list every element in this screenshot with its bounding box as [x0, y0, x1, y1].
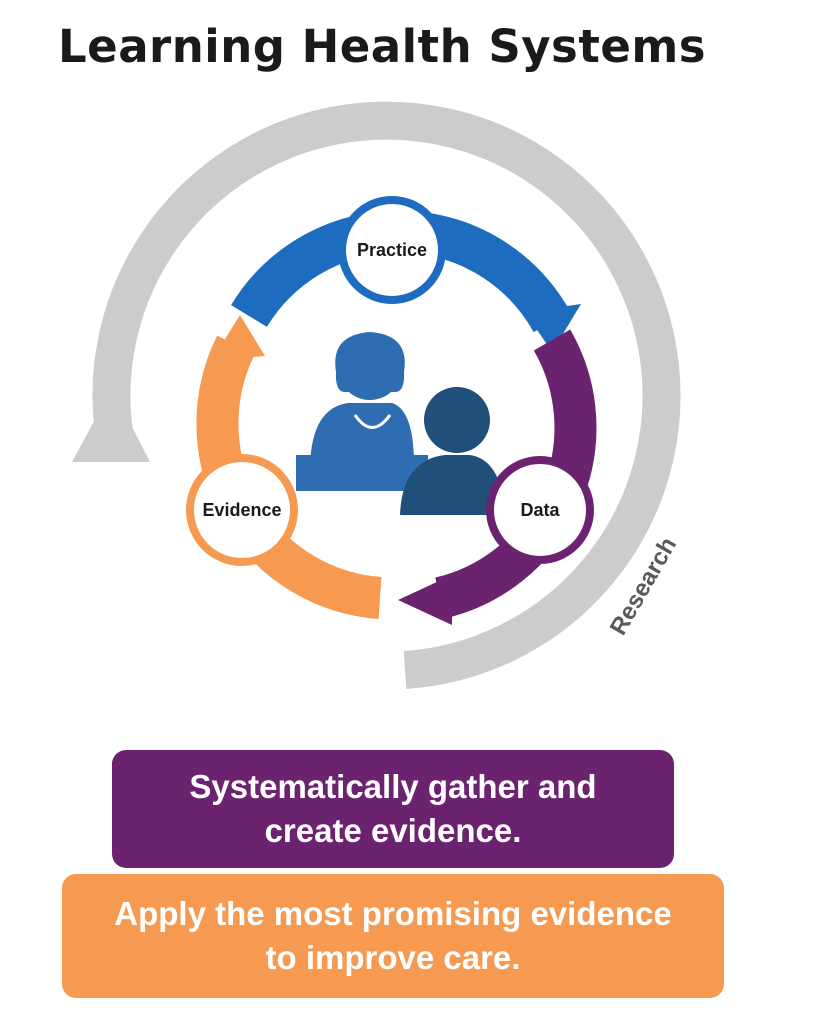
evidence-node: Evidence: [186, 454, 298, 566]
gather-evidence-line-1: Systematically gather and: [189, 768, 597, 805]
gather-evidence-line-2: create evidence.: [264, 812, 522, 849]
practice-to-data-arrowhead: [525, 304, 581, 352]
data-node: Data: [486, 456, 594, 564]
research-loop-arrowhead: [72, 388, 150, 462]
page-title: Learning Health Systems: [58, 20, 707, 73]
research-loop-arc: [92, 101, 681, 689]
apply-evidence-line-1: Apply the most promising evidence: [114, 895, 672, 932]
clinician-icon: [310, 332, 414, 465]
evidence-to-practice-arrowhead: [212, 315, 265, 360]
data-to-evidence-arrowhead: [398, 575, 452, 625]
apply-evidence-line-2: to improve care.: [265, 939, 521, 976]
evidence-label: Evidence: [202, 500, 281, 520]
data-label: Data: [520, 500, 560, 520]
practice-node: Practice: [338, 196, 446, 304]
gather-evidence-box: Systematically gather and create evidenc…: [112, 750, 674, 868]
patient-icon: [400, 387, 505, 515]
practice-label: Practice: [357, 240, 427, 260]
apply-evidence-box: Apply the most promising evidence to imp…: [62, 874, 724, 998]
learning-cycle-diagram: Practice Data Evidence Research: [72, 101, 682, 689]
